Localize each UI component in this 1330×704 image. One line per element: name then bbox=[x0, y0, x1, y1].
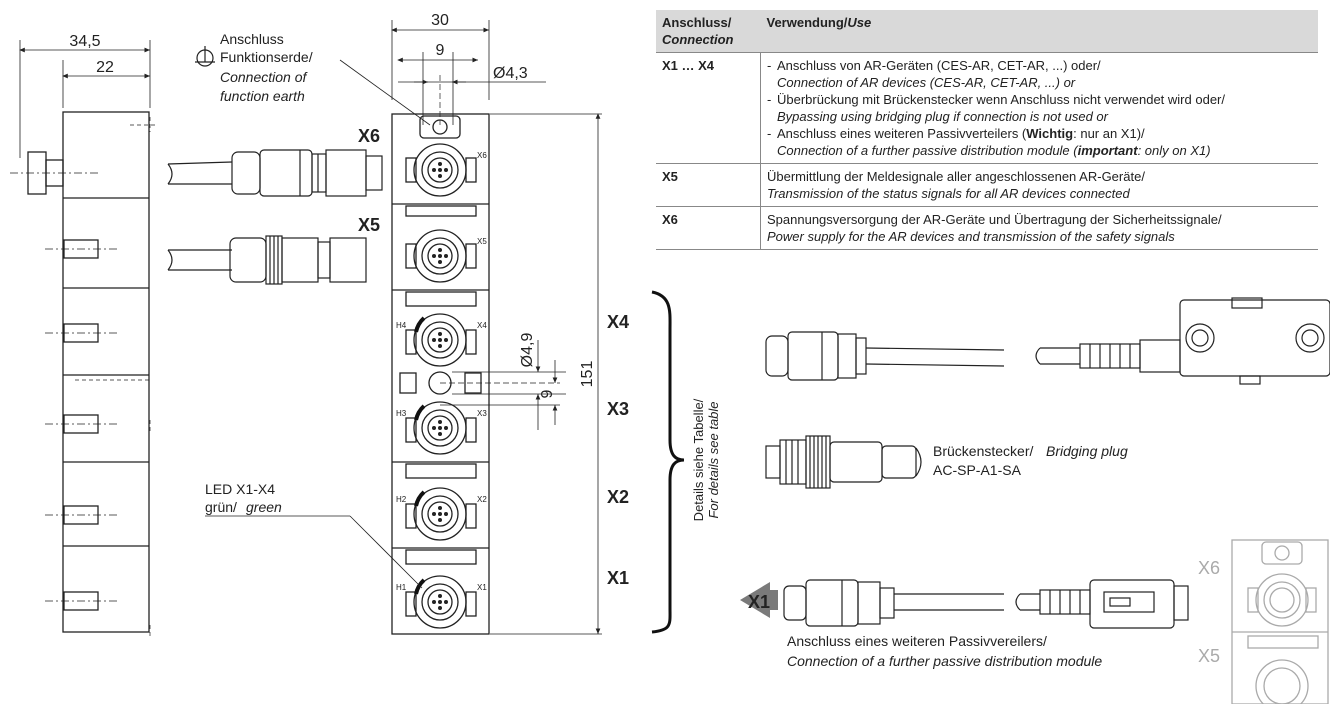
small-label-x2: X2 bbox=[477, 495, 487, 504]
item-de: Anschluss von AR-Geräten (CES-AR, CET-AR… bbox=[777, 58, 1101, 73]
item-de-post: : nur an X1)/ bbox=[1073, 126, 1145, 141]
small-label-h1: H1 bbox=[396, 583, 407, 592]
table-row: X5 Übermittlung der Meldesignale aller a… bbox=[656, 163, 1318, 207]
list-item: Anschluss eines weiteren Passivverteiler… bbox=[767, 125, 1312, 159]
earth-leader bbox=[339, 59, 431, 126]
header-use-en: Use bbox=[847, 15, 872, 30]
further-module-en: Connection of a further passive distribu… bbox=[787, 653, 1102, 669]
earth-symbol bbox=[195, 46, 215, 67]
dim-side-inner: 22 bbox=[96, 59, 114, 76]
dim-side-outer: 34,5 bbox=[69, 33, 100, 50]
row-en: Power supply for the AR devices and tran… bbox=[767, 229, 1175, 244]
row-de: Übermittlung der Meldesignale aller ange… bbox=[767, 169, 1145, 184]
cable-x5 bbox=[167, 235, 367, 285]
bridging-plug bbox=[765, 435, 922, 489]
row-conn: X6 bbox=[656, 206, 761, 250]
x1-arrow-label: X1 bbox=[748, 592, 770, 612]
small-label-h2: H2 bbox=[396, 495, 407, 504]
item-de: Überbrückung mit Brückenstecker wenn Ans… bbox=[777, 92, 1225, 107]
led-label-de: LED X1-X4 bbox=[205, 481, 275, 497]
item-en-post: : only on X1) bbox=[1137, 143, 1211, 158]
cable-x6 bbox=[167, 149, 383, 197]
bridging-plug-de: Brückenstecker/ bbox=[933, 443, 1033, 459]
front-view bbox=[391, 20, 546, 635]
header-conn-de: Anschluss/ bbox=[662, 15, 732, 30]
ghost-module bbox=[1231, 539, 1329, 704]
list-item: Überbrückung mit Brückenstecker wenn Ans… bbox=[767, 91, 1312, 125]
ghost-label-x6: X6 bbox=[1198, 558, 1220, 578]
small-label-h4: H4 bbox=[396, 321, 407, 330]
dim-mount-hole: Ø4,9 bbox=[519, 333, 536, 368]
table-header: Anschluss/ Connection Verwendung/Use bbox=[656, 10, 1318, 53]
dim-mount-offset: 9 bbox=[539, 389, 556, 398]
ghost-label-x5: X5 bbox=[1198, 646, 1220, 666]
port-label-x3: X3 bbox=[607, 399, 629, 419]
connector-pins bbox=[432, 162, 448, 610]
further-module-cable bbox=[783, 579, 1189, 629]
earth-label-en-2: function earth bbox=[220, 88, 305, 104]
led-label-de2: grün/ bbox=[205, 499, 237, 515]
dim-hole-spacing: 9 bbox=[436, 42, 445, 59]
row-conn: X5 bbox=[656, 163, 761, 207]
led-leader-diagonal bbox=[349, 515, 423, 589]
height-dimension bbox=[440, 113, 602, 635]
small-label-x3: X3 bbox=[477, 409, 487, 418]
further-module-de: Anschluss eines weiteren Passivvereilers… bbox=[787, 633, 1047, 649]
item-en: Connection of AR devices (CES-AR, CET-AR… bbox=[777, 75, 1076, 90]
port-label-x5: X5 bbox=[358, 215, 380, 235]
dim-hole-diameter: Ø4,3 bbox=[493, 65, 528, 82]
port-label-x4: X4 bbox=[607, 312, 629, 332]
earth-label-de-1: Anschluss bbox=[220, 31, 284, 47]
item-de-pre: Anschluss eines weiteren Passivverteiler… bbox=[777, 126, 1027, 141]
row-conn: X1 … X4 bbox=[656, 52, 761, 164]
header-conn-en: Connection bbox=[662, 32, 734, 47]
header-connection: Anschluss/ Connection bbox=[656, 10, 761, 53]
led-indicators bbox=[414, 316, 426, 595]
port-label-x2: X2 bbox=[607, 487, 629, 507]
row-use: Spannungsversorgung der AR-Geräte und Üb… bbox=[760, 206, 1318, 250]
side-view bbox=[10, 40, 155, 636]
small-label-x4: X4 bbox=[477, 321, 487, 330]
bridging-plug-en: Bridging plug bbox=[1046, 443, 1128, 459]
bridging-plug-code: AC-SP-A1-SA bbox=[933, 462, 1022, 478]
small-label-x6: X6 bbox=[477, 151, 487, 160]
row-use: Übermittlung der Meldesignale aller ange… bbox=[760, 163, 1318, 207]
earth-label-en-1: Connection of bbox=[220, 69, 309, 85]
item-en-pre: Connection of a further passive distribu… bbox=[777, 143, 1078, 158]
ar-device-cable bbox=[765, 297, 1330, 385]
table-row: X6 Spannungsversorgung der AR-Geräte und… bbox=[656, 206, 1318, 250]
item-en: Bypassing using bridging plug if connect… bbox=[777, 109, 1108, 124]
header-use-de: Verwendung/ bbox=[766, 15, 848, 30]
port-label-x6: X6 bbox=[358, 126, 380, 146]
header-use: Verwendung/Use bbox=[760, 10, 1318, 53]
dim-front-width: 30 bbox=[431, 12, 449, 29]
port-label-x1: X1 bbox=[607, 568, 629, 588]
list-item: Anschluss von AR-Geräten (CES-AR, CET-AR… bbox=[767, 57, 1312, 91]
small-label-x5: X5 bbox=[477, 237, 487, 246]
row-de: Spannungsversorgung der AR-Geräte und Üb… bbox=[767, 212, 1222, 227]
small-label-h3: H3 bbox=[396, 409, 407, 418]
small-label-x1: X1 bbox=[477, 583, 487, 592]
brace-text-de: Details siehe Tabelle/ bbox=[691, 398, 706, 521]
brace-text-en: For details see table bbox=[706, 401, 721, 518]
connection-table: Anschluss/ Connection Verwendung/Use X1 … bbox=[656, 10, 1318, 250]
table-row: X1 … X4 Anschluss von AR-Geräten (CES-AR… bbox=[656, 52, 1318, 164]
earth-label-de-2: Funktionserde/ bbox=[220, 49, 313, 65]
curly-brace bbox=[651, 290, 685, 634]
led-label-en: green bbox=[246, 499, 282, 515]
row-en: Transmission of the status signals for a… bbox=[767, 186, 1130, 201]
x1-arrow bbox=[740, 582, 778, 618]
item-en-bold: important bbox=[1077, 143, 1138, 158]
row-use: Anschluss von AR-Geräten (CES-AR, CET-AR… bbox=[760, 52, 1318, 164]
dim-total-height: 151 bbox=[579, 361, 596, 388]
item-de-bold: Wichtig bbox=[1026, 126, 1074, 141]
